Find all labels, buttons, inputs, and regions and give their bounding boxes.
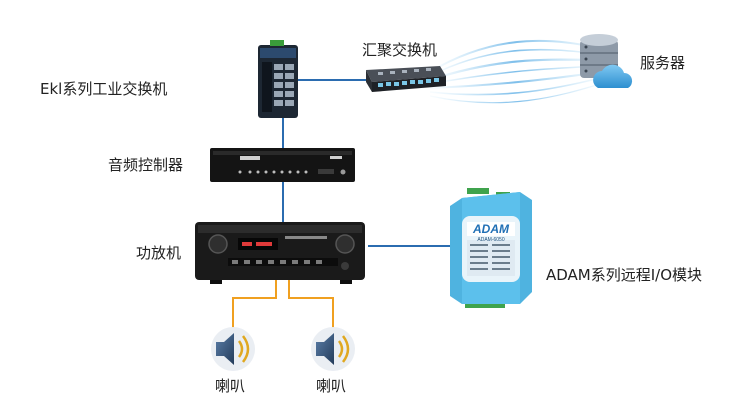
network-links	[282, 79, 458, 247]
aggregation-switch-device	[366, 66, 446, 92]
data-stream	[429, 39, 601, 104]
server-label: 服务器	[640, 54, 686, 72]
amplifier-device	[195, 222, 365, 284]
speaker-right-icon	[311, 327, 355, 371]
amplifier-label: 功放机	[136, 244, 182, 262]
server-icon	[580, 34, 633, 88]
adam-module-device: ADAM ADAM-6050	[450, 188, 532, 308]
adam-model-text: ADAM-6050	[477, 237, 504, 243]
ekl-switch-device	[258, 40, 298, 118]
speaker-right-label: 喇叭	[316, 377, 347, 395]
speaker-wires	[232, 280, 334, 328]
ekl-switch-label: Ekl系列工业交换机	[40, 80, 168, 98]
audio-controller-device	[210, 148, 355, 182]
audio-controller-label: 音频控制器	[108, 156, 184, 174]
adam-brand-text: ADAM	[472, 222, 510, 236]
aggregation-switch-label: 汇聚交换机	[362, 41, 438, 59]
adam-module-label: ADAM系列远程I/O模块	[546, 266, 703, 284]
speaker-left-label: 喇叭	[215, 377, 246, 395]
speaker-left-icon	[211, 327, 255, 371]
